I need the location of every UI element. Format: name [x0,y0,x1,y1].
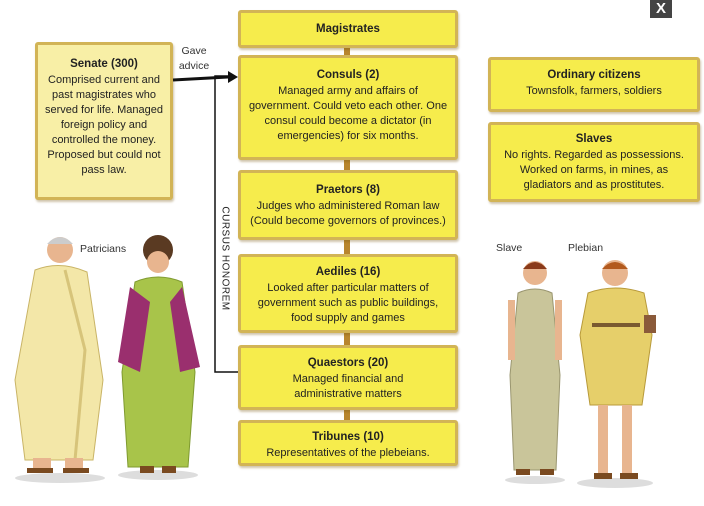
ordinary-citizens-box: Ordinary citizens Townsfolk, farmers, so… [488,57,700,112]
ordinary-text: Townsfolk, farmers, soldiers [526,85,662,97]
office-text: Representatives of the plebeians. [266,447,430,459]
praetors-box: Praetors (8) Judges who administered Rom… [238,170,458,240]
connector [344,46,350,58]
senate-title: Senate (300) [70,58,138,70]
senate-text: Comprised current and past magistrates w… [44,74,163,176]
close-button[interactable]: X [650,0,672,18]
office-text: Looked after particular matters of gover… [257,282,439,324]
office-title: Praetors (8) [316,184,380,196]
office-title: Aediles (16) [315,266,381,278]
patricians-label: Patricians [80,243,127,255]
advice-arrow-line [172,75,229,82]
connector [344,331,350,347]
magistrates-box: Magistrates [238,10,458,48]
connector [344,158,350,172]
cursus-honorem-label: CURSUS HONOREM [219,206,231,311]
consuls-box: Consuls (2) Managed army and affairs of … [238,55,458,160]
office-text: Managed army and affairs of government. … [248,85,448,142]
cursus-bracket [214,75,238,373]
patrician-man-illustration [14,237,105,483]
office-text: Judges who administered Roman law (Could… [250,200,446,227]
connector [344,408,350,422]
quaestors-box: Quaestors (20) Managed financial and adm… [238,345,458,410]
ordinary-title: Ordinary citizens [547,69,641,81]
close-icon: X [655,0,666,17]
slave-label: Slave [496,242,523,254]
office-title: Tribunes (10) [312,431,384,443]
connector [344,238,350,256]
plebian-illustration [577,260,656,488]
office-text: Managed financial and administrative mat… [292,373,404,400]
slaves-box: Slaves No rights. Regarded as possession… [488,122,700,202]
office-title: Consuls (2) [316,69,380,81]
plebian-label: Plebian [568,242,604,254]
office-title: Quaestors (20) [307,357,389,369]
slaves-text: No rights. Regarded as possessions. Work… [504,149,684,191]
arrow-head-icon [228,71,238,83]
senate-box: Senate (300) Comprised current and past … [35,42,173,200]
magistrates-title: Magistrates [316,23,380,35]
patrician-woman-illustration [118,235,200,480]
aediles-box: Aediles (16) Looked after particular mat… [238,254,458,333]
slave-illustration [505,261,565,484]
tribunes-box: Tribunes (10) Representatives of the ple… [238,420,458,466]
slaves-title: Slaves [575,133,613,145]
arrow-label: Gave advice [178,45,210,72]
